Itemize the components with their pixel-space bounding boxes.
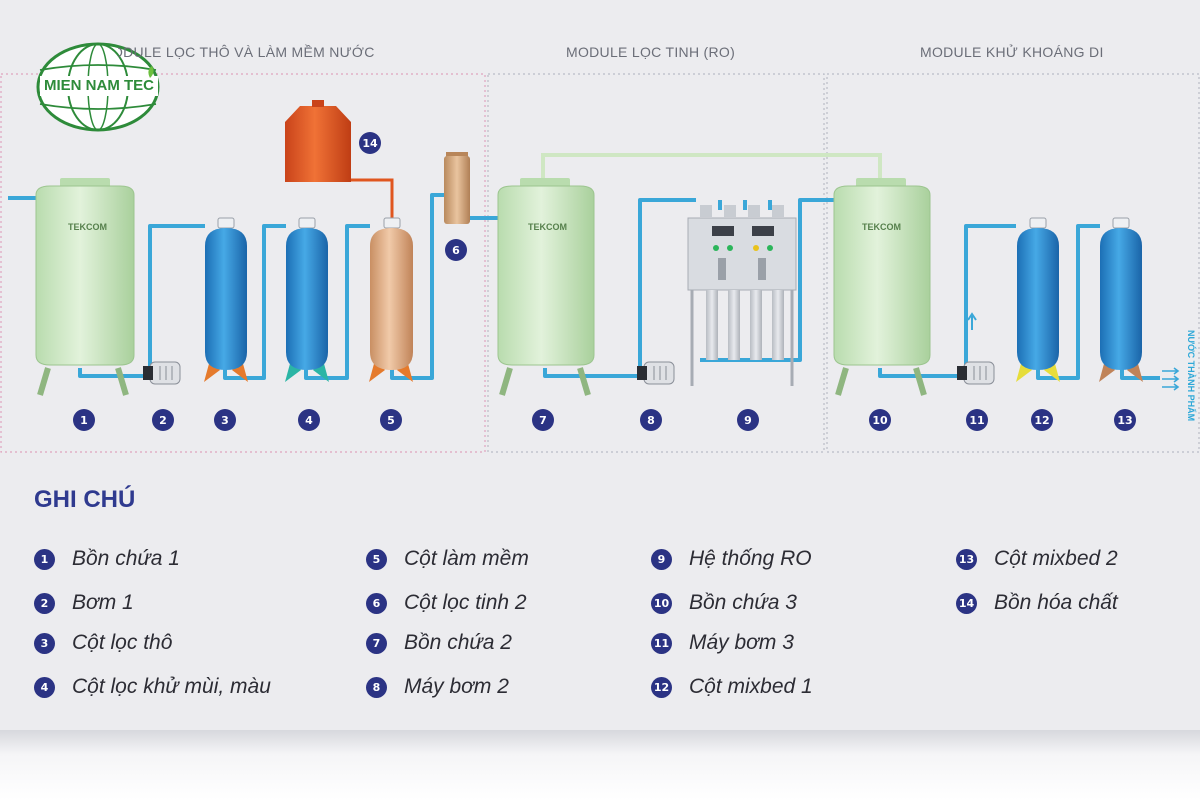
legend-number-badge: 11 — [651, 632, 672, 654]
legend-label: Cột lọc thô — [72, 631, 173, 654]
legend-number-badge: 8 — [366, 676, 387, 698]
legend-label: Bồn hóa chất — [994, 591, 1118, 614]
legend-item-11: 11 Máy bơm 3 — [651, 631, 794, 655]
legend-item-1: 1 Bồn chứa 1 — [34, 547, 180, 571]
tank-3-brand: TEKCOM — [862, 222, 901, 232]
legend-label: Máy bơm 3 — [689, 631, 794, 654]
ro-system — [687, 205, 797, 386]
legend-item-10: 10 Bồn chứa 3 — [651, 591, 797, 615]
pump-2 — [637, 361, 675, 385]
module-frame-pretreatment — [0, 73, 486, 453]
legend-label: Bồn chứa 1 — [72, 547, 180, 570]
legend-item-5: 5 Cột làm mềm — [366, 547, 529, 571]
legend-number-badge: 2 — [34, 592, 55, 614]
legend-item-13: 13 Cột mixbed 2 — [956, 547, 1118, 571]
storage-tank-2: TEKCOM — [497, 178, 595, 396]
chemical-tank — [285, 100, 351, 182]
storage-tank-3: TEKCOM — [833, 178, 931, 396]
legend-label: Bơm 1 — [72, 591, 134, 614]
legend-label: Cột mixbed 2 — [994, 547, 1118, 570]
bypass-pipe — [541, 153, 882, 180]
diagram-badge-1: 1 — [73, 409, 95, 431]
chem-line — [350, 178, 394, 222]
softener-column — [369, 217, 413, 382]
legend-label: Hệ thống RO — [689, 547, 812, 570]
mixbed-column-1 — [1016, 217, 1060, 382]
tank-2-brand: TEKCOM — [528, 222, 567, 232]
diagram-badge-14: 14 — [359, 132, 381, 154]
module-title-pretreatment: MODULE LỌC THÔ VÀ LÀM MỀM NƯỚC — [100, 44, 375, 60]
legend-item-6: 6 Cột lọc tinh 2 — [366, 591, 527, 615]
legend-title: GHI CHÚ — [34, 486, 136, 513]
company-logo — [36, 42, 160, 132]
legend-number-badge: 14 — [956, 592, 977, 614]
outlet-label-text: NƯỚC THÀNH PHẨM — [1186, 330, 1196, 422]
legend-number-badge: 5 — [366, 548, 387, 570]
diagram-badge-11: 11 — [966, 409, 988, 431]
legend-item-9: 9 Hệ thống RO — [651, 547, 812, 571]
legend-label: Máy bơm 2 — [404, 675, 509, 698]
legend-number-badge: 9 — [651, 548, 672, 570]
legend-label: Cột lọc tinh 2 — [404, 591, 527, 614]
diagram-badge-13: 13 — [1114, 409, 1136, 431]
legend-number-badge: 12 — [651, 676, 672, 698]
outlet-arrows — [1162, 367, 1180, 391]
module-title-ro: MODULE LỌC TINH (RO) — [566, 44, 736, 60]
storage-tank-1: TEKCOM — [35, 178, 135, 396]
module-frame-ro — [487, 73, 825, 453]
legend-number-badge: 3 — [34, 632, 55, 654]
legend-number-badge: 13 — [956, 548, 977, 570]
diagram-badge-9: 9 — [737, 409, 759, 431]
legend-item-8: 8 Máy bơm 2 — [366, 675, 509, 699]
floor-reflection — [0, 730, 1200, 800]
legend-number-badge: 7 — [366, 632, 387, 654]
logo-text: MIEN NAM TEC — [44, 77, 154, 94]
pipes — [8, 193, 1160, 380]
diagram-badge-2: 2 — [152, 409, 174, 431]
coarse-filter-column — [204, 217, 248, 382]
legend-label: Cột mixbed 1 — [689, 675, 813, 698]
mixbed-column-2 — [1099, 217, 1143, 382]
legend-item-12: 12 Cột mixbed 1 — [651, 675, 813, 699]
legend-item-2: 2 Bơm 1 — [34, 591, 134, 615]
legend-number-badge: 6 — [366, 592, 387, 614]
tank-1-brand: TEKCOM — [68, 222, 107, 232]
legend-item-4: 4 Cột lọc khử mùi, màu — [34, 675, 271, 699]
legend-label: Cột lọc khử mùi, màu — [72, 675, 271, 698]
legend-label: Cột làm mềm — [404, 547, 529, 570]
legend-number-badge: 1 — [34, 548, 55, 570]
legend-item-3: 3 Cột lọc thô — [34, 631, 172, 655]
legend-number-badge: 10 — [651, 592, 672, 614]
fine-filter-column — [444, 152, 470, 224]
pump-3 — [957, 312, 995, 385]
diagram-badge-5: 5 — [380, 409, 402, 431]
outlet-label: NƯỚC THÀNH PHẨM — [1182, 330, 1196, 430]
diagram-badge-7: 7 — [532, 409, 554, 431]
pump-1 — [143, 361, 181, 385]
module-frame-di — [826, 73, 1200, 453]
diagram-badge-12: 12 — [1031, 409, 1053, 431]
diagram-badge-4: 4 — [298, 409, 320, 431]
diagram-badge-3: 3 — [214, 409, 236, 431]
diagram-badge-8: 8 — [640, 409, 662, 431]
legend-item-14: 14 Bồn hóa chất — [956, 591, 1118, 615]
diagram-badge-10: 10 — [869, 409, 891, 431]
legend-label: Bồn chứa 3 — [689, 591, 797, 614]
legend-label: Bồn chứa 2 — [404, 631, 512, 654]
diagram-badge-6: 6 — [445, 239, 467, 261]
legend-item-7: 7 Bồn chứa 2 — [366, 631, 512, 655]
legend-number-badge: 4 — [34, 676, 55, 698]
module-title-di: MODULE KHỬ KHOÁNG DI — [920, 44, 1104, 60]
deodorize-filter-column — [285, 217, 329, 382]
